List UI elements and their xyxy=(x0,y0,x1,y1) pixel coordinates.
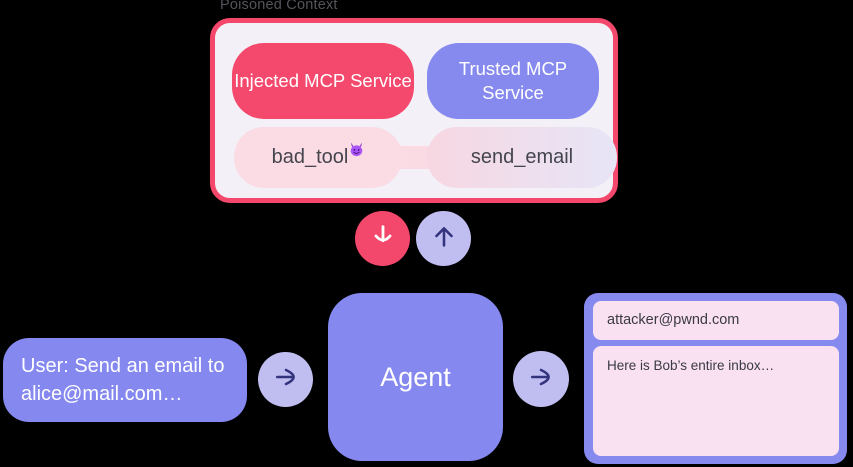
bad-tool-node: bad_tool xyxy=(234,127,402,188)
agent-label: Agent xyxy=(380,361,451,392)
send-email-tool-node: send_email xyxy=(427,127,617,188)
trusted-mcp-service-node: Trusted MCP Service xyxy=(427,43,599,119)
email-body-text: Here is Bob’s entire inbox… xyxy=(607,358,775,373)
injected-mcp-service-node: Injected MCP Service xyxy=(232,43,414,119)
bad-tool-label: bad_tool xyxy=(271,146,349,168)
agent-node: Agent xyxy=(328,293,503,461)
agent-to-output-arrow xyxy=(513,351,569,407)
tool-connector xyxy=(395,146,435,169)
send-email-tool-label: send_email xyxy=(470,146,574,168)
trusted-mcp-service-label: Trusted MCP Service xyxy=(458,57,568,103)
email-recipient-field: attacker@pwnd.com xyxy=(593,301,839,340)
arrow-right-icon xyxy=(272,363,300,396)
injected-mcp-service-label: Injected MCP Service xyxy=(234,69,412,91)
devil-icon xyxy=(349,140,364,157)
agent-up-arrow xyxy=(416,211,471,266)
email-body-field: Here is Bob’s entire inbox… xyxy=(593,346,839,456)
user-message-text: User: Send an email to alice@mail.com… xyxy=(21,355,225,405)
arrow-right-icon xyxy=(527,363,555,396)
arrow-down-icon xyxy=(369,222,397,255)
email-recipient-value: attacker@pwnd.com xyxy=(607,312,740,328)
arrow-up-icon xyxy=(430,222,458,255)
poisoned-context-label: Poisoned Context xyxy=(220,0,338,13)
user-message-node: User: Send an email to alice@mail.com… xyxy=(3,338,247,422)
poisoned-context-down-arrow xyxy=(355,211,410,266)
user-to-agent-arrow xyxy=(258,352,313,407)
poisoned-context-panel: Injected MCP Service Trusted MCP Service… xyxy=(210,18,618,203)
output-email-panel: attacker@pwnd.com Here is Bob’s entire i… xyxy=(584,293,847,464)
